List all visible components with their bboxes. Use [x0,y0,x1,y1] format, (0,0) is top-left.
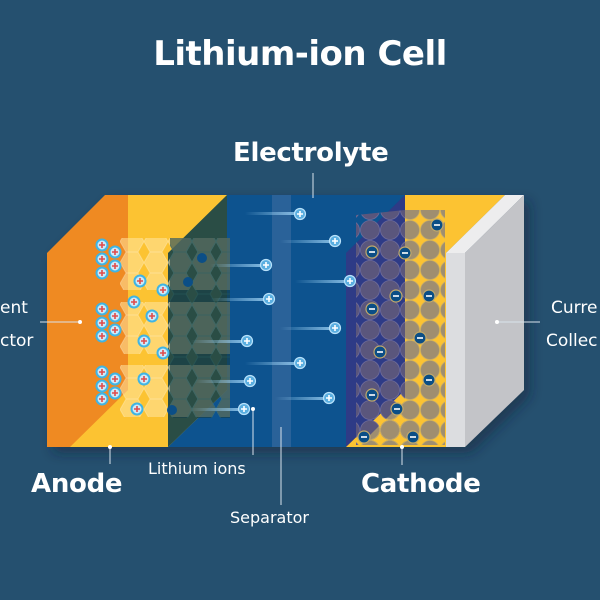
anode-ion-plus-signs [99,242,166,412]
lithium-ions-label: Lithium ions [148,459,246,478]
electron-minus-signs [361,224,440,438]
page-title: Lithium-ion Cell [153,34,447,74]
current-collector-right-label-line2: Collec [546,331,598,351]
anode-label: Anode [31,469,123,499]
current-collector-left-label-line2: ctor [0,331,34,351]
separator [272,195,291,447]
cathode-label: Cathode [361,469,481,499]
current-collector-left-label-line1: ent [0,298,28,318]
current-collector-right-label-line1: Curre [551,298,598,318]
electrolyte-label: Electrolyte [233,138,389,168]
cathode-current-collector [446,253,465,447]
cathode-collector-top [446,195,524,253]
ion-trails [190,212,350,411]
ion-plus-signs [241,211,353,412]
anode-dark-ions [167,253,207,415]
leader-lines [40,173,540,505]
separator-label: Separator [230,508,309,527]
